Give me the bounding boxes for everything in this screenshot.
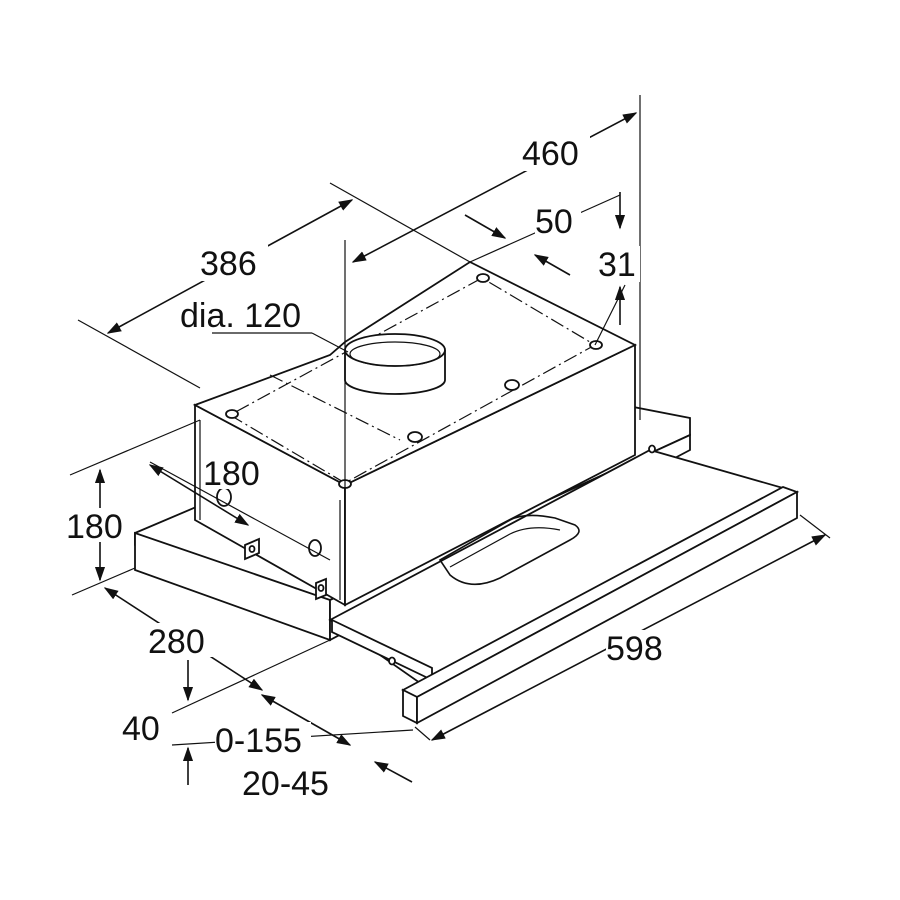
dim-label-386: 386	[200, 245, 257, 283]
dim-label-40: 40	[122, 710, 160, 748]
dim-label-460: 460	[522, 135, 579, 173]
exhaust-collar	[344, 333, 446, 395]
dim-label-180-height: 180	[66, 508, 123, 546]
dim-label-0-155: 0-155	[215, 722, 302, 760]
dim-label-50: 50	[535, 203, 573, 241]
dim-label-180-depth: 180	[203, 455, 260, 493]
mount-hole	[476, 273, 490, 283]
dim-label-31: 31	[598, 246, 636, 284]
dim-label-598: 598	[606, 630, 663, 668]
mount-hole	[225, 409, 239, 419]
dim-label-dia-120: dia. 120	[180, 297, 301, 335]
top-opening	[407, 431, 423, 443]
top-opening	[504, 379, 520, 391]
mount-hole	[589, 340, 603, 350]
dim-label-20-45: 20-45	[242, 765, 329, 803]
dim-label-280: 280	[148, 623, 205, 661]
